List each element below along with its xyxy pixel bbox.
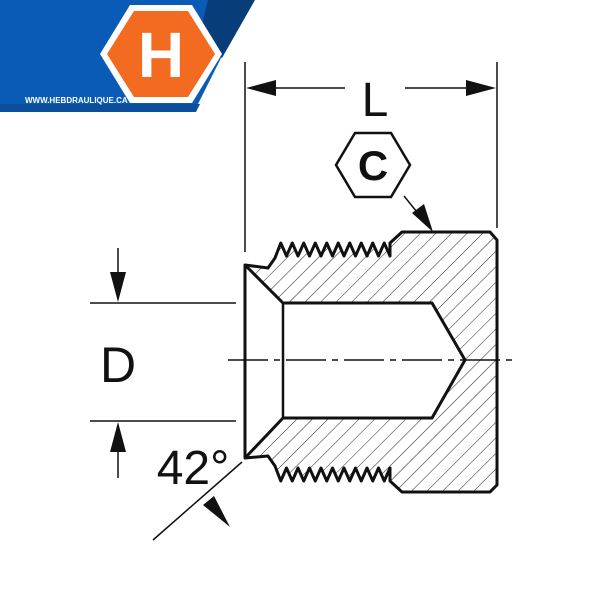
logo-url: WWW.HEBDRAULIQUE.CA xyxy=(25,96,128,105)
logo-letter: H xyxy=(138,19,184,91)
hex-logo xyxy=(107,11,215,97)
angle-label: 42° xyxy=(157,442,230,495)
angle-leader xyxy=(152,461,243,541)
hex-leader xyxy=(403,195,433,232)
plug-body xyxy=(243,230,499,494)
brand-logo: H WWW.HEBDRAULIQUE.CA xyxy=(0,0,255,112)
banner-underline xyxy=(0,104,200,112)
diameter-label: D xyxy=(100,337,136,393)
length-label: L xyxy=(362,74,389,127)
hex-label: C xyxy=(358,142,388,189)
hex-size-symbol xyxy=(334,131,412,199)
length-dimension xyxy=(244,62,498,252)
diameter-dimension xyxy=(90,248,236,478)
